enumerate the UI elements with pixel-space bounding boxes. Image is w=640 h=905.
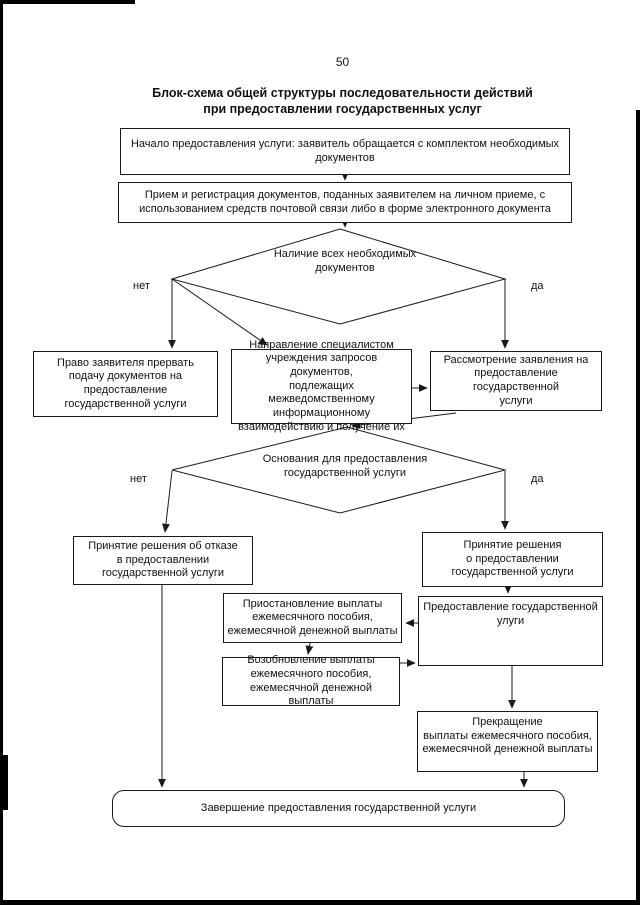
page-number: 50 [335,55,350,69]
branch-label-yes-docs: да [531,280,544,292]
arrow-no-to-request [171,278,268,346]
scan-artifact-left-blob [0,755,8,810]
node-decision-grounds-label: Основания для предоставления государстве… [262,453,428,480]
node-consideration: Рассмотрение заявления на предоставление… [430,351,602,411]
node-provision: Предоставление государственной улуги [418,596,603,666]
node-start: Начало предоставления услуги: заявитель … [120,128,570,175]
arrow-suspension-to-resumption [305,642,314,655]
scan-artifact-right-edge [636,110,640,905]
page-title: Блок-схема общей структуры последователь… [152,86,533,117]
node-approval: Принятие решения о предоставлении госуда… [422,532,603,587]
node-completion: Завершение предоставления государственно… [112,790,565,827]
branch-label-no-grounds: нет [130,473,147,485]
scan-artifact-bottom-edge [0,900,640,905]
decision-grounds-diamond [171,426,507,514]
branch-label-no-docs: нет [133,280,150,292]
node-termination: Прекращение выплаты ежемесячного пособия… [417,711,598,772]
node-reception: Прием и регистрация документов, поданных… [118,182,572,223]
node-decision-docs-label: Наличие всех необходимых документов [273,248,417,275]
scan-artifact-left-edge [0,0,3,905]
decision-docs-diamond [170,228,507,325]
arrow-no-to-refusal [161,470,173,533]
branch-label-yes-grounds: да [531,473,544,485]
node-suspension: Приостановление выплаты ежемесячного пос… [223,593,402,643]
node-resumption: Возобновление выплаты ежемесячного пособ… [222,654,400,707]
node-request-docs: Направление специалистом учреждения запр… [231,339,412,433]
node-interrupt-right: Право заявителя прервать подачу документ… [33,351,218,417]
node-refusal: Принятие решения об отказе в предоставле… [73,536,253,585]
scan-artifact-top-edge [0,0,135,4]
